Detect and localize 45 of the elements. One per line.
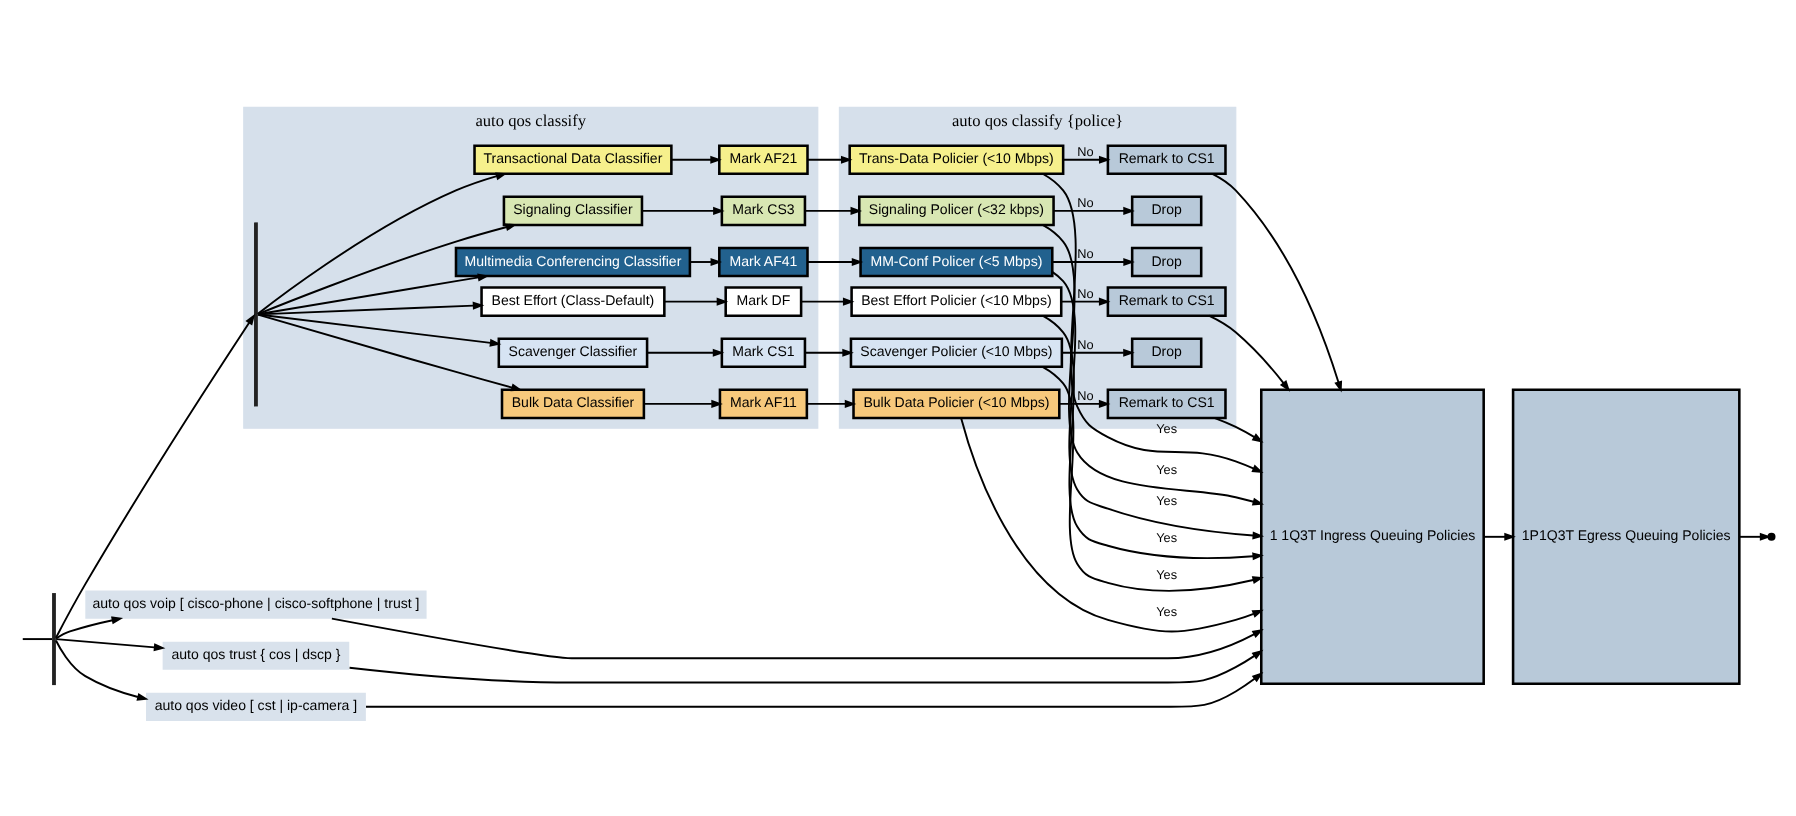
- arrow: [804, 347, 854, 356]
- arrow: [689, 256, 723, 266]
- arrow: [55, 638, 149, 700]
- arrow: [365, 671, 1264, 707]
- arrow: [804, 205, 863, 214]
- arrow: [55, 637, 166, 651]
- arrow: [1042, 172, 1264, 472]
- arrow: [1062, 154, 1111, 163]
- arrow: [1042, 313, 1264, 560]
- arrow: [330, 616, 1264, 659]
- arrow: [1482, 531, 1516, 540]
- arrow: [670, 154, 722, 163]
- arrow: [257, 300, 485, 315]
- arrow: [800, 296, 855, 305]
- arrow: [806, 154, 853, 163]
- arrow: [1061, 347, 1135, 356]
- node-bar: [254, 221, 258, 406]
- arrow: [256, 171, 508, 314]
- arrow: [256, 222, 518, 315]
- arrow: [257, 272, 490, 315]
- arrow: [1058, 398, 1111, 407]
- arrow: [1042, 223, 1265, 505]
- arrow: [55, 312, 256, 638]
- arrow: [1052, 205, 1135, 214]
- arrow: [641, 205, 725, 214]
- arrow: [257, 312, 523, 391]
- arrow: [960, 416, 1264, 632]
- arrow: [55, 615, 124, 639]
- arrow: [1738, 531, 1772, 540]
- arrow: [1051, 256, 1135, 266]
- node-bar: [52, 592, 56, 685]
- arrow: [1211, 171, 1343, 392]
- arrow: [806, 256, 864, 266]
- arrow: [257, 312, 502, 346]
- arrow: [1213, 416, 1264, 442]
- arrow: [1207, 313, 1291, 391]
- arrow: [806, 398, 857, 407]
- arrow: [1051, 269, 1265, 539]
- connector: [21, 637, 53, 640]
- arrow: [1060, 296, 1111, 305]
- arrow: [348, 648, 1264, 683]
- arrow: [643, 398, 723, 407]
- arrow: [663, 296, 729, 305]
- arrow: [646, 347, 725, 356]
- arrow: [1042, 365, 1264, 591]
